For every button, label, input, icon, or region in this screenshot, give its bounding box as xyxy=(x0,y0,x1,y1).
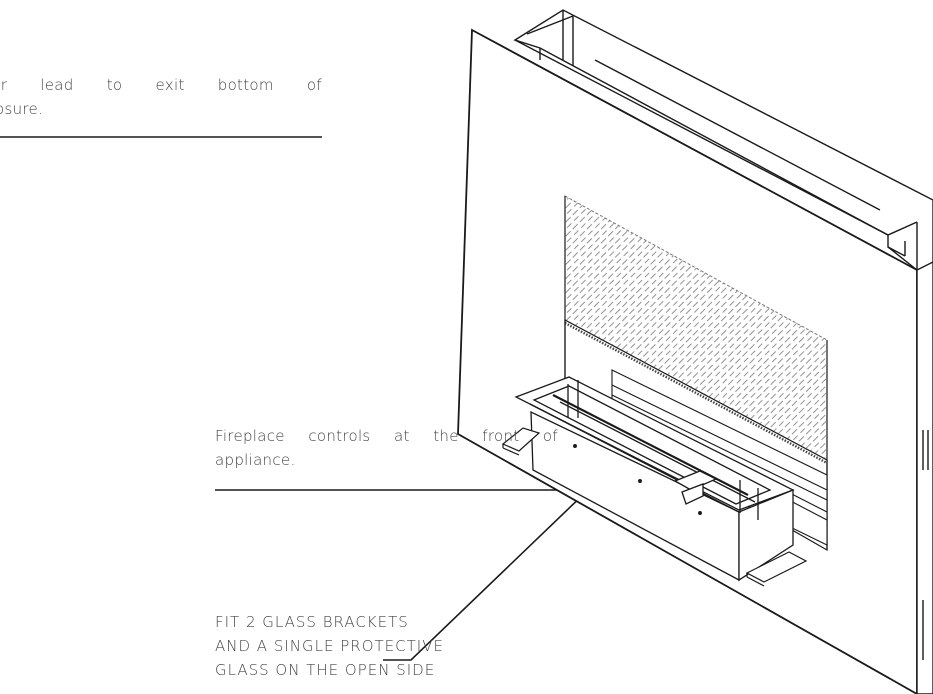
callout-controls-line-1: Fireplace controls at the front of xyxy=(215,427,558,445)
callout-wiring-line-1: ver lead to exit bottom of xyxy=(0,76,322,94)
floor-bracket-left xyxy=(501,427,541,456)
callout-glass-line-1: FIT 2 GLASS BRACKETS xyxy=(215,613,409,631)
callout-glass-line-3: GLASS ON THE OPEN SIDE xyxy=(215,661,436,679)
panel-side-edge xyxy=(916,261,933,694)
callout-controls-line-2: appliance. xyxy=(215,451,296,469)
callout-wiring-note: ver lead to exit bottom of closure. xyxy=(0,73,322,121)
callout-wiring-line-2: closure. xyxy=(0,100,44,118)
callout-glass-line-2: AND A SINGLE PROTECTIVE xyxy=(215,637,444,655)
floor-bracket-right xyxy=(745,551,808,587)
burner-tray xyxy=(514,376,795,582)
leader-line-bottom xyxy=(383,439,641,661)
callout-controls-note: Fireplace controls at the front of appli… xyxy=(215,424,558,472)
callout-glass-note: FIT 2 GLASS BRACKETS AND A SINGLE PROTEC… xyxy=(215,610,444,682)
